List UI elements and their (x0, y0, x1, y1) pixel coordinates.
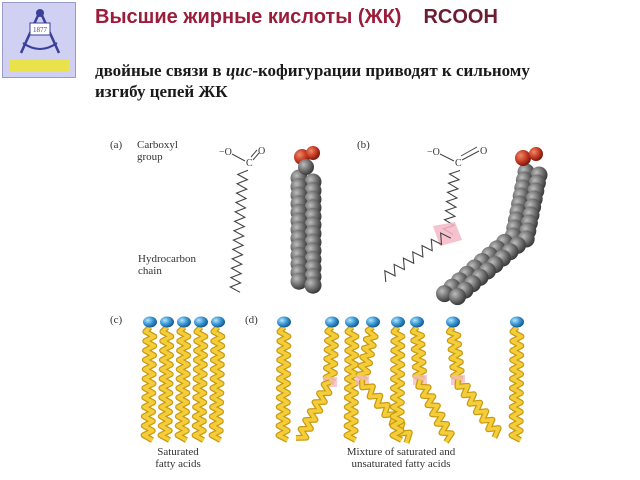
fatty-acid-tail-highlight (276, 325, 291, 442)
atom-grey (298, 159, 314, 175)
carboxyl-label-1: Carboxyl (137, 139, 178, 151)
fatty-acid-tail-highlight (356, 325, 378, 383)
carboxyl-carbon-a: C (246, 158, 253, 169)
fatty-acid-tail-highlight (192, 325, 208, 442)
title-text: Высшие жирные кислоты (ЖК) (95, 6, 402, 28)
caption-c-1: Saturated (157, 446, 199, 458)
bond-a-2 (252, 152, 260, 161)
fatty-acid-tail-highlight (158, 325, 174, 442)
subtitle-part1: двойные связи в (95, 61, 226, 80)
polar-head (391, 316, 405, 328)
panel-c-letter: (c) (110, 314, 123, 326)
hydrocarbon-label-2: chain (138, 265, 162, 277)
carboxyl-oxygen-charged-b: −O (427, 147, 440, 158)
subtitle-part2: -кофигурации приводят к сильному изгибу … (95, 61, 530, 101)
fatty-acid-tail-highlight (447, 325, 464, 382)
atom-grey (449, 288, 466, 306)
cis-double-bond-highlight-b (433, 222, 462, 246)
fatty-acid-tail-highlight (209, 325, 225, 442)
carboxyl-oxygen-a: O (258, 146, 265, 157)
compass-emblem-icon: 1877 (19, 9, 61, 54)
caption-d-1: Mixture of saturated and (347, 446, 456, 458)
panel-d-letter: (d) (245, 314, 258, 326)
hydrocarbon-chain-b-lower (384, 232, 452, 283)
bond-b-3 (460, 146, 478, 157)
polar-head (410, 316, 424, 328)
fatty-acid-tail-highlight (141, 325, 157, 442)
bond-b-2 (461, 150, 480, 161)
carboxyl-oxygen-b: O (480, 146, 487, 157)
panel-a-letter: (a) (110, 139, 123, 151)
polar-head (143, 316, 157, 328)
logo-band (9, 59, 69, 71)
polar-head (510, 316, 524, 328)
fatty-acid-tail-highlight (509, 325, 524, 442)
carboxyl-carbon-b: C (455, 158, 462, 169)
hydrocarbon-label-1: Hydrocarbon (138, 253, 197, 265)
polar-head (277, 316, 291, 328)
panel-b-letter: (b) (357, 139, 370, 151)
atom-grey (290, 272, 308, 290)
bond-a-3 (250, 149, 258, 158)
polar-head (366, 316, 380, 328)
atom-oxygen (529, 147, 543, 161)
subtitle: двойные связи в цис-кофигурации приводят… (95, 60, 565, 102)
polar-head (446, 316, 460, 328)
polar-head (160, 316, 174, 328)
fatty-acid-tail-highlight (175, 325, 191, 442)
atom-grey (436, 285, 453, 303)
subtitle-italic: цис (225, 61, 253, 80)
polar-head (177, 316, 191, 328)
polar-head (345, 316, 359, 328)
carboxyl-oxygen-charged-a: −O (219, 147, 232, 158)
atom-oxygen (306, 146, 320, 160)
polar-head (211, 316, 225, 328)
title-formula: RCOOH (423, 6, 498, 28)
fatty-acid-tail-highlight (455, 379, 501, 439)
page-title: Высшие жирные кислоты (ЖК) RCOOH (95, 6, 498, 29)
saturated-fatty-acids-c (140, 316, 226, 443)
logo-year: 1877 (33, 26, 48, 34)
caption-d-2: unsaturated fatty acids (352, 458, 451, 470)
polar-head (325, 316, 339, 328)
fatty-acid-tail-highlight (295, 380, 332, 440)
fatty-acid-tail-highlight (323, 325, 338, 384)
bond-a-1 (231, 153, 246, 162)
logo-emblem: 1877 (2, 2, 76, 78)
fatty-acid-tail-highlight (416, 379, 454, 443)
carboxyl-label-2: group (137, 151, 163, 163)
space-filling-model-b (436, 147, 548, 306)
atom-oxygen (515, 150, 531, 166)
polar-head (194, 316, 208, 328)
fatty-acid-tail-highlight (411, 325, 426, 382)
space-filling-model-a (290, 146, 322, 294)
caption-c-2: fatty acids (155, 458, 201, 470)
fatty-acid-tail-highlight (390, 325, 405, 442)
hydrocarbon-chain-a (229, 169, 249, 293)
mixed-fatty-acids-d (275, 316, 525, 444)
bond-b-1 (439, 153, 455, 162)
atom-grey (304, 276, 322, 294)
